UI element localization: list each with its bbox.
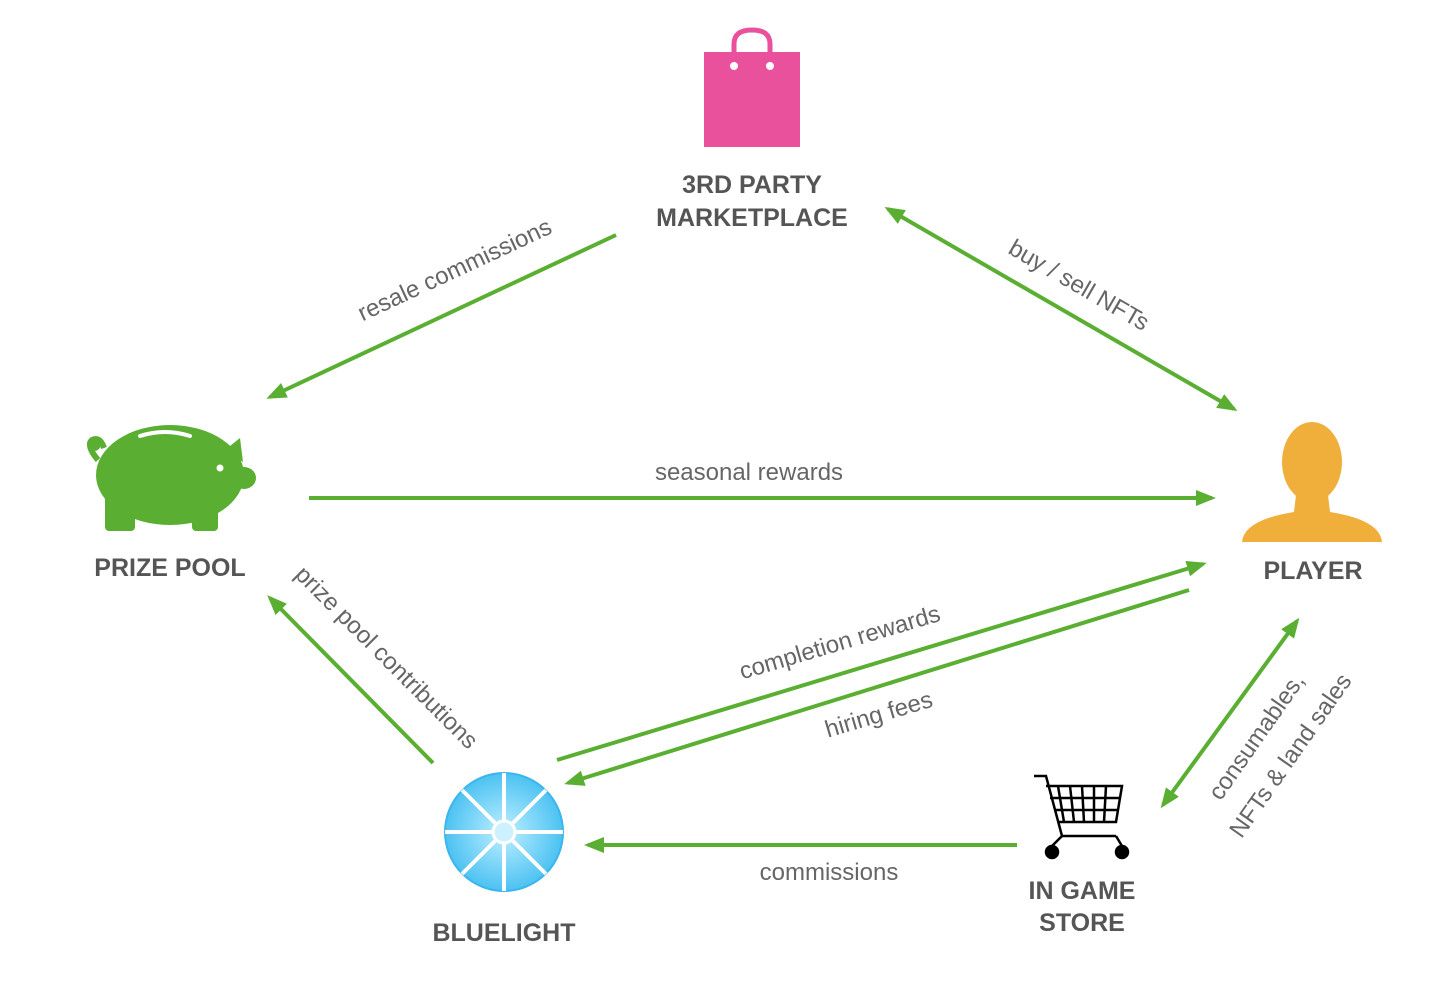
edge-prize-pool-contributions xyxy=(267,595,435,765)
edge-label-seasonal-rewards: seasonal rewards xyxy=(655,459,843,486)
edge-buy-sell-nfts xyxy=(884,206,1238,412)
edge-store-sales xyxy=(1160,617,1300,809)
player-label: PLAYER xyxy=(1263,557,1362,585)
edge-resale-commissions xyxy=(266,233,617,399)
bluelight-label: BLUELIGHT xyxy=(432,919,575,947)
bluelight-logo-icon xyxy=(444,772,564,892)
marketplace-label-line1: 3RD PARTY xyxy=(682,171,822,199)
user-icon xyxy=(1242,422,1382,542)
prize-pool-label: PRIZE POOL xyxy=(94,554,245,582)
store-label-line1: IN GAME xyxy=(1029,877,1136,905)
edge-label-prize-pool-contributions: prize pool contributions xyxy=(289,561,483,755)
piggy-bank-icon xyxy=(87,425,256,531)
shopping-bag-icon xyxy=(704,27,800,147)
marketplace-label-line2: MARKETPLACE xyxy=(656,204,848,232)
edge-label-hiring-fees: hiring fees xyxy=(822,686,936,743)
store-label-line2: STORE xyxy=(1039,909,1125,937)
edge-hiring-fees xyxy=(564,588,1190,786)
shopping-cart-icon xyxy=(1034,774,1130,860)
edge-completion-rewards xyxy=(556,560,1207,762)
edge-label-commissions: commissions xyxy=(760,859,899,886)
